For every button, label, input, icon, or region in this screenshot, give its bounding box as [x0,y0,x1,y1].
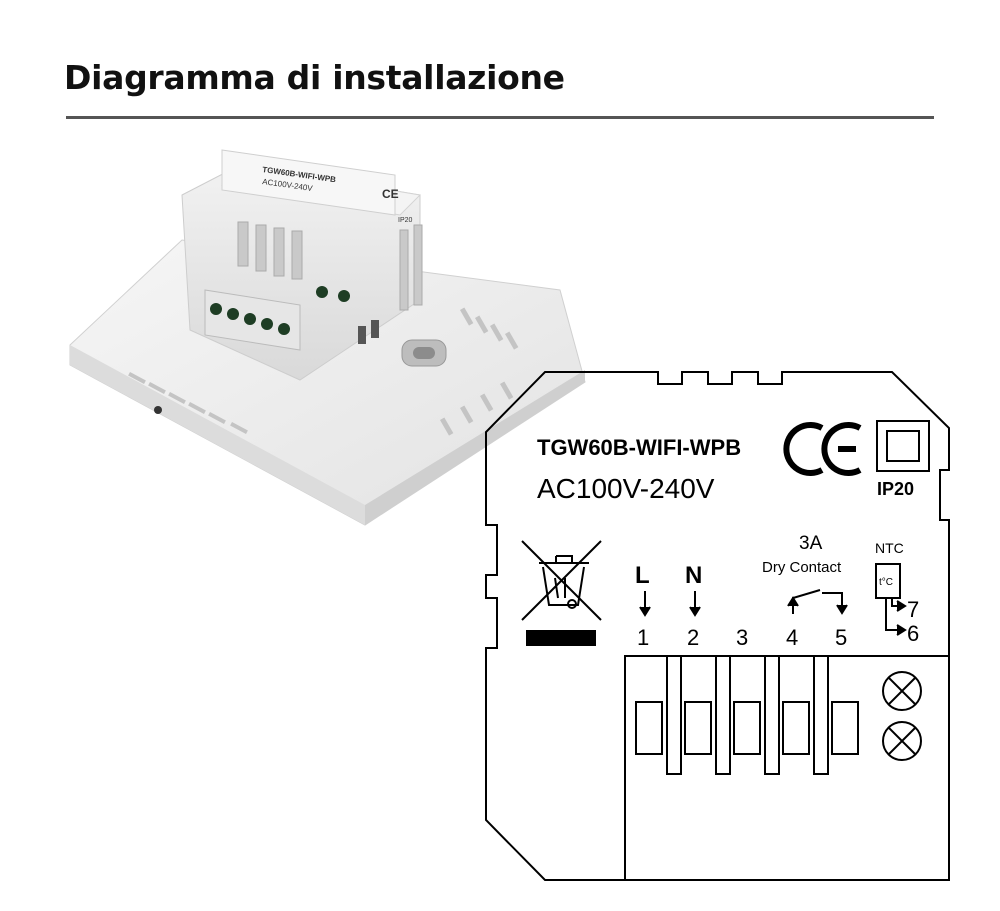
ip-rating-label: IP20 [877,479,914,499]
photo-ce-label: CE [382,187,399,201]
terminal-2-number: 2 [687,625,699,650]
terminal-diagram [485,371,950,881]
terminal-n-letter: N [685,562,702,589]
voltage-label: AC100V-240V [537,473,715,504]
device-photo: TGW60B-WIFI-WPB AC100V-240V CE IP20 [69,149,586,526]
model-label: TGW60B-WIFI-WPB [537,435,741,460]
title-divider [66,116,934,119]
weee-underbar [526,630,596,646]
terminal-l-letter: L [635,562,650,589]
photo-ip-label: IP20 [398,217,413,224]
terminal-1-number: 1 [637,625,649,650]
page-title: Diagramma di installazione [64,58,565,97]
terminal-3-number: 3 [736,625,748,650]
terminal-7-number: 7 [907,597,919,622]
relay-rating-label: 3A [799,533,823,554]
sensor-label: NTC [875,540,904,556]
sensor-symbol-label: t°C [879,577,893,588]
relay-type-label: Dry Contact [762,559,842,576]
terminal-6-number: 6 [907,621,919,646]
terminal-4-number: 4 [786,625,798,650]
terminal-5-number: 5 [835,625,847,650]
